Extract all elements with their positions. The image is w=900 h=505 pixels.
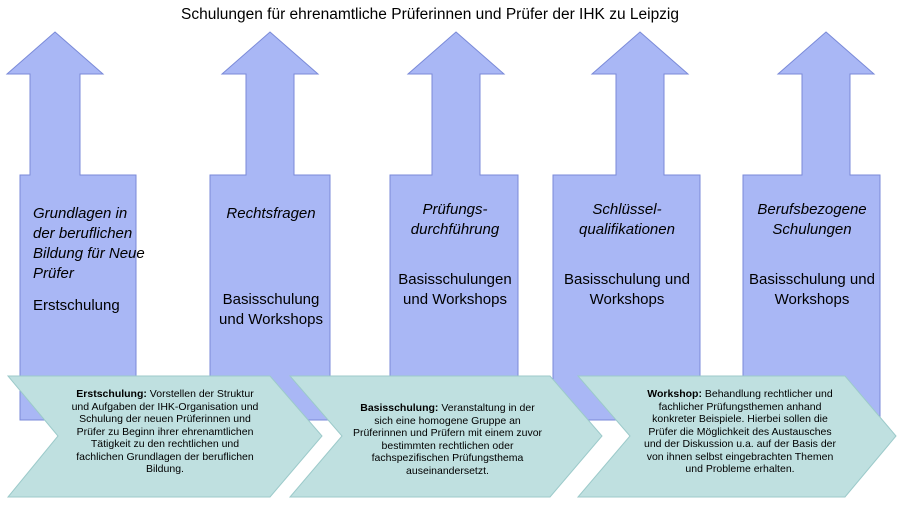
definition-2-term: Basisschulung: [360, 402, 439, 414]
column-4: Schlüssel-qualifikationen Basisschulung … [556, 200, 698, 310]
definition-3-text: Behandlung rechtlicher und fachlicher Pr… [643, 388, 837, 475]
definition-workshop: Workshop: Behandlung rechtlicher und fac… [640, 388, 840, 476]
definition-1-text: Vorstellen der Struktur und Aufgaben der… [71, 388, 259, 475]
column-5: Berufsbezogene Schulungen Basisschulung … [744, 200, 880, 310]
column-3-topic: Prüfungs-durchführung [410, 201, 500, 238]
column-3-kind: Basisschulungen und Workshops [398, 271, 512, 308]
column-1: Grundlagen in der beruflichen Bildung fü… [13, 204, 153, 316]
column-4-topic: Schlüssel-qualifikationen [579, 201, 675, 238]
column-5-kind: Basisschulung und Workshops [749, 271, 875, 308]
column-1-topic: Grundlagen in der beruflichen Bildung fü… [33, 205, 145, 282]
column-2-kind: Basisschulung und Workshops [219, 291, 323, 328]
column-2-topic: Rechtsfragen [226, 205, 316, 222]
column-5-topic: Berufsbezogene Schulungen [757, 201, 867, 238]
definition-1-term: Erstschulung: [76, 388, 147, 400]
column-4-kind: Basisschulung und Workshops [564, 271, 690, 308]
column-2: Rechtsfragen Basisschulung und Workshops [212, 204, 330, 330]
chevron-1 [6, 375, 323, 498]
column-1-kind: Erstschulung [33, 297, 120, 314]
chevron-3 [576, 375, 897, 498]
definition-erstschulung: Erstschulung: Vorstellen der Struktur un… [70, 388, 260, 476]
definition-basisschulung: Basisschulung: Veranstaltung in der sich… [350, 402, 545, 477]
definition-3-term: Workshop: [647, 388, 702, 400]
chevron-2 [288, 375, 603, 498]
definition-2-text: Veranstaltung in der sich eine homogene … [352, 402, 543, 477]
diagram-title: Schulungen für ehrenamtliche Prüferinnen… [180, 6, 679, 23]
column-3: Prüfungs-durchführung Basisschulungen un… [393, 200, 517, 310]
